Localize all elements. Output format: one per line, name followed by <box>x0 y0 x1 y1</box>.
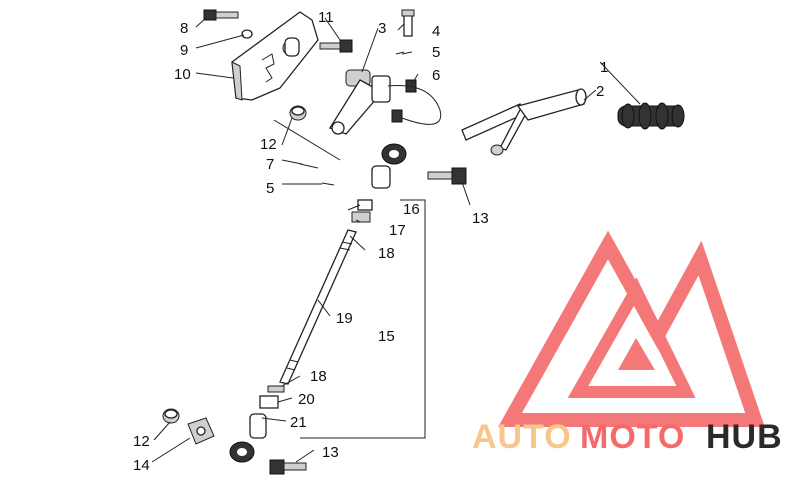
spring-grommets-6 <box>387 79 442 125</box>
callout-9: 9 <box>180 42 188 59</box>
bolt-8 <box>203 9 239 21</box>
nut-18-lower <box>267 385 285 393</box>
callout-5-lower: 5 <box>266 180 274 197</box>
watermark-auto: AUTO <box>472 418 572 456</box>
callout-1: 1 <box>600 59 608 76</box>
callout-5-upper: 5 <box>432 44 440 61</box>
mounting-plate <box>231 11 319 101</box>
bolt-11 <box>319 39 353 53</box>
callout-12-upper: 12 <box>260 136 277 153</box>
callout-18-upper: 18 <box>378 245 395 262</box>
pin-7 <box>299 163 319 169</box>
callout-21: 21 <box>290 414 307 431</box>
cotter-5-upper <box>401 51 413 55</box>
callout-7: 7 <box>266 156 274 173</box>
callout-17: 17 <box>389 222 406 239</box>
nut-12-upper <box>289 105 307 121</box>
callout-3: 3 <box>378 20 386 37</box>
callout-18-lower: 18 <box>310 368 327 385</box>
spacer-20 <box>259 395 279 409</box>
washer-9 <box>241 29 253 39</box>
threaded-rod <box>279 229 357 385</box>
callouts: 1 2 3 4 5 6 7 5 8 9 10 11 12 13 16 17 18… <box>133 9 608 474</box>
callout-16: 16 <box>403 201 420 218</box>
callout-13-upper: 13 <box>472 210 489 227</box>
leader-lines <box>151 17 641 463</box>
rod-end-upper <box>371 143 407 189</box>
callout-8: 8 <box>180 20 188 37</box>
callout-14: 14 <box>133 457 150 474</box>
nut-12-lower <box>162 408 180 424</box>
callout-12-lower: 12 <box>133 433 150 450</box>
callout-2: 2 <box>596 83 604 100</box>
callout-4: 4 <box>432 23 440 40</box>
callout-20: 20 <box>298 391 315 408</box>
shift-arm <box>329 69 391 135</box>
automotohub-logo <box>498 230 765 427</box>
pin-4 <box>401 9 415 37</box>
bolt-13-upper <box>427 167 467 185</box>
callout-11: 11 <box>318 9 334 26</box>
callout-15: 15 <box>378 328 395 345</box>
bracket-14 <box>187 417 215 445</box>
shift-lever <box>461 88 587 156</box>
watermark-moto: MOTO <box>580 418 685 456</box>
callout-10: 10 <box>174 66 191 83</box>
callout-6: 6 <box>432 67 440 84</box>
rod-end-lower <box>229 413 267 463</box>
cotter-5-lower <box>321 182 335 186</box>
nut-17 <box>351 199 373 223</box>
shift-grip <box>617 102 685 130</box>
bolt-13-lower <box>269 459 307 475</box>
callout-13-lower: 13 <box>322 444 339 461</box>
watermark-hub: HUB <box>706 418 783 456</box>
callout-19: 19 <box>336 310 353 327</box>
